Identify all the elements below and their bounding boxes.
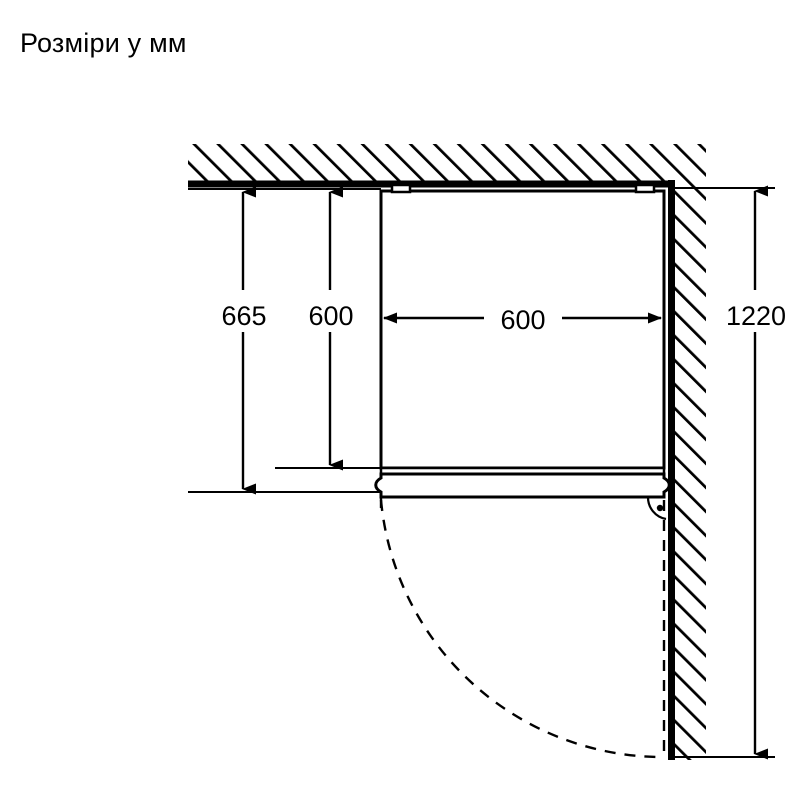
wall-right xyxy=(668,144,706,760)
dimension-depth-total: 665 xyxy=(188,186,381,495)
dimension-clearance-right: 1220 xyxy=(671,185,800,760)
wall-spacer-tab-right xyxy=(634,183,656,194)
page-title: Розміри у мм xyxy=(20,28,187,58)
dimension-label-665: 665 xyxy=(221,301,266,331)
dimension-label-600-width: 600 xyxy=(500,305,545,335)
dimension-label-1220: 1220 xyxy=(726,301,786,331)
door-swing-arc xyxy=(379,497,666,759)
wall-top xyxy=(188,144,680,188)
wall-spacer-tab-left xyxy=(390,183,412,194)
appliance-door xyxy=(374,466,671,499)
dimension-label-600-depth: 600 xyxy=(308,301,353,331)
hinge-pivot-point xyxy=(646,496,667,521)
dimension-width-body: 600 xyxy=(383,297,662,339)
dimension-depth-body: 600 xyxy=(275,186,381,471)
